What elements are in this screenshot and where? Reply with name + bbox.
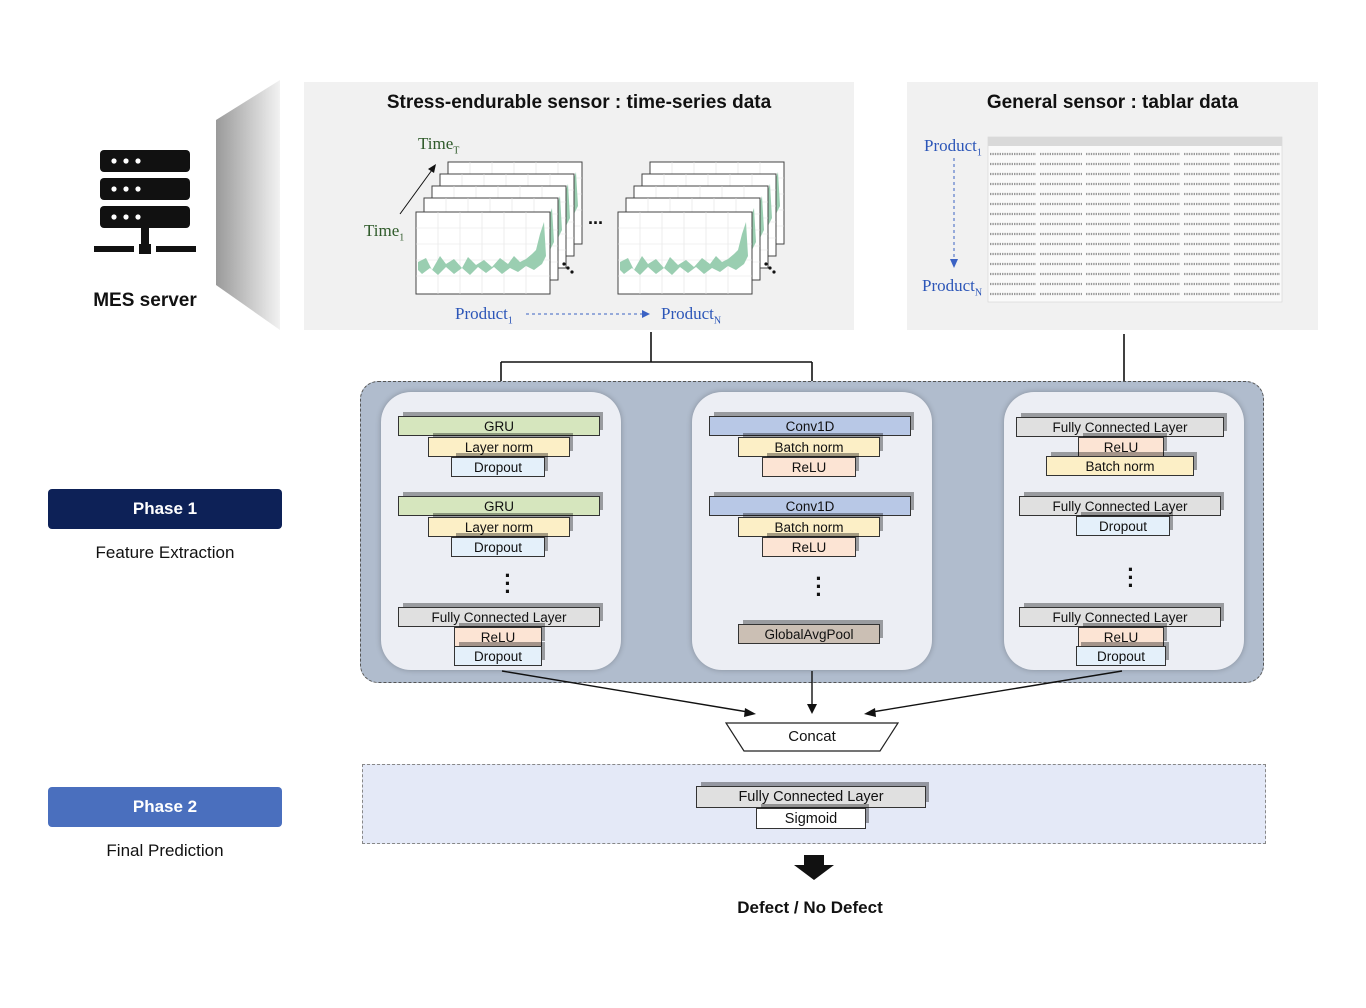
mlp-vertical-ellipsis: ··· (1127, 557, 1135, 598)
time-1-label: Time1 (364, 221, 405, 244)
batch-norm-cnn-1: Batch norm (738, 437, 880, 457)
dropout-gru-2: Dropout (451, 537, 545, 557)
concat-label: Concat (788, 728, 836, 745)
gru-layer-1: GRU (398, 416, 600, 436)
concat-shape (724, 722, 900, 752)
global-avg-pool: GlobalAvgPool (738, 624, 880, 644)
layer-norm-2: Layer norm (428, 517, 570, 537)
tabular-illustration (950, 136, 1283, 303)
phase-1-caption: Feature Extraction (95, 543, 235, 562)
phase-2-caption: Final Prediction (106, 841, 224, 860)
timeseries-panel-title: Stress-endurable sensor : time-series da… (386, 92, 772, 113)
time-T-label: TimeT (418, 134, 460, 157)
cnn-vertical-ellipsis: ··· (815, 566, 823, 607)
mlp-relu-2: ReLU (1078, 627, 1164, 647)
gru-relu: ReLU (454, 627, 542, 647)
server-label: MES server (93, 290, 197, 311)
output-label: Defect / No Defect (737, 898, 883, 917)
tabular-panel-title: General sensor : tablar data (986, 92, 1239, 113)
layer-norm-1: Layer norm (428, 437, 570, 457)
phase-1-badge: Phase 1 (48, 489, 282, 529)
mlp-fc-layer-1: Fully Connected Layer (1016, 417, 1224, 437)
server-projection (216, 80, 280, 330)
gru-final-dropout: Dropout (454, 646, 542, 666)
ts-ellipsis: ... (588, 208, 604, 228)
sigmoid-layer: Sigmoid (756, 808, 866, 829)
relu-cnn-2: ReLU (762, 537, 856, 557)
ts-product-1-label: Product1 (455, 304, 513, 327)
mlp-dropout-2: Dropout (1076, 646, 1166, 666)
ts-product-N-label: ProductN (661, 304, 722, 327)
server-icon (94, 150, 196, 254)
batch-norm-cnn-2: Batch norm (738, 517, 880, 537)
conv1d-layer-1: Conv1D (709, 416, 911, 436)
gru-layer-2: GRU (398, 496, 600, 516)
gru-vertical-ellipsis: ··· (504, 563, 512, 604)
dropout-gru-1: Dropout (451, 457, 545, 477)
mlp-relu-1: ReLU (1078, 437, 1164, 457)
phase-2-badge: Phase 2 (48, 787, 282, 827)
gru-fc-layer: Fully Connected Layer (398, 607, 600, 627)
mlp-batch-norm: Batch norm (1046, 456, 1194, 476)
output-arrow-icon (794, 855, 834, 880)
mlp-fc-layer-3: Fully Connected Layer (1019, 607, 1221, 627)
concat-connectors (501, 670, 1123, 717)
tab-product-N-label: ProductN (922, 276, 983, 299)
conv1d-layer-2: Conv1D (709, 496, 911, 516)
tab-product-1-label: Product1 (924, 136, 982, 159)
mlp-dropout-1: Dropout (1076, 516, 1170, 536)
timeseries-illustration (399, 161, 785, 318)
prediction-fc-layer: Fully Connected Layer (696, 786, 926, 808)
mlp-fc-layer-2: Fully Connected Layer (1019, 496, 1221, 516)
relu-cnn-1: ReLU (762, 457, 856, 477)
